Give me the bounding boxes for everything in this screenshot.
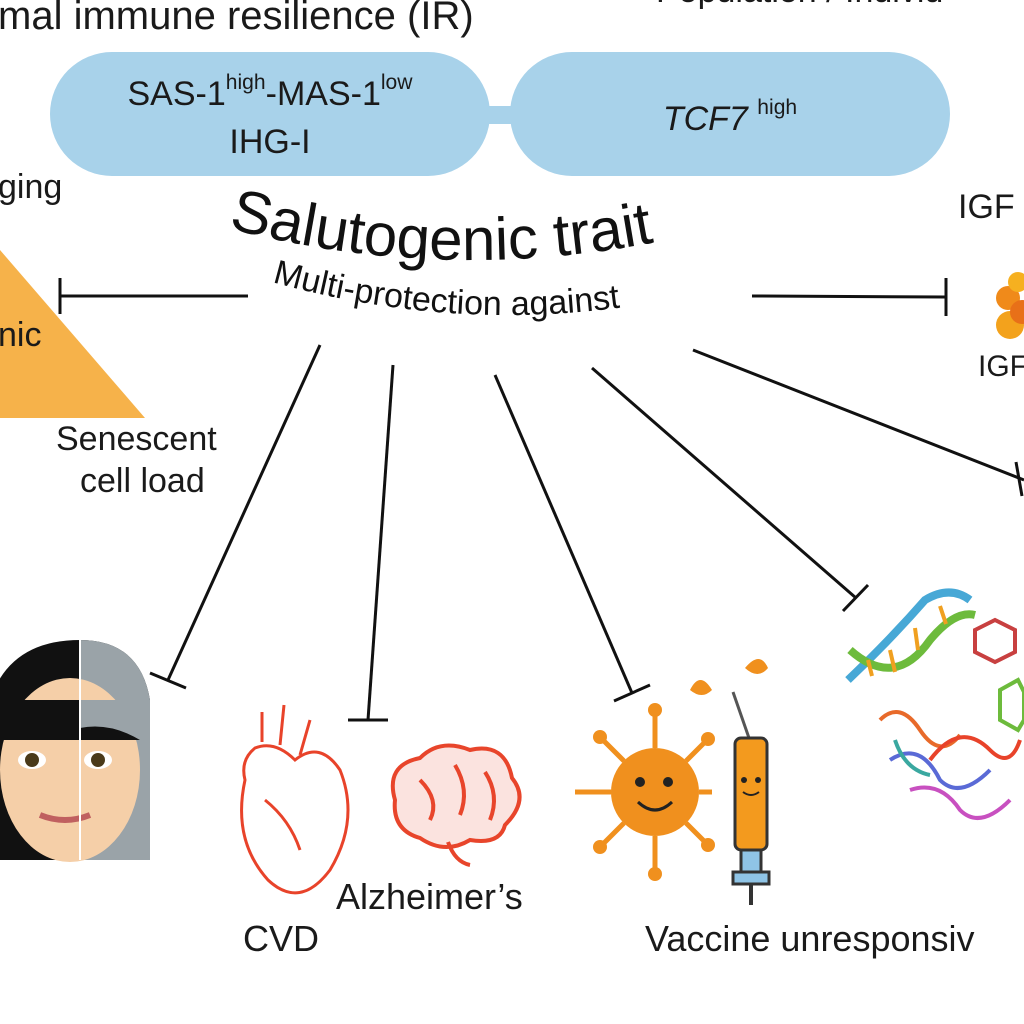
virus-icon — [575, 703, 715, 881]
alzheimers-label: Alzheimer’s — [336, 876, 523, 917]
dna-molecules-icon — [845, 588, 1024, 820]
pill-left-line1: SAS-1high-MAS-1low — [127, 71, 413, 113]
inhibition-arrows — [58, 278, 1024, 722]
brain-icon — [390, 743, 522, 867]
ir-pill-left — [50, 52, 490, 176]
senescence-triangle-icon — [0, 250, 145, 418]
syringe-icon — [690, 659, 771, 905]
senescent-label-line1: Senescent — [56, 420, 217, 458]
pill-right-label: TCF7 high — [662, 96, 798, 138]
aging-face-icon — [0, 640, 150, 862]
senescent-label-line2: cell load — [80, 462, 205, 500]
igf-bottom-label: IGF — [978, 350, 1024, 383]
cvd-label: CVD — [243, 918, 320, 959]
header-right-text: Population / Individ — [656, 0, 943, 11]
pill-left-line2: IHG-I — [229, 123, 311, 161]
diagram-title: mal immune resilience (IR) — [0, 0, 474, 38]
vaccine-label: Vaccine unresponsiv — [645, 918, 975, 959]
ir-pill-right — [510, 52, 950, 176]
triangle-label: nic — [0, 316, 42, 354]
aging-label: ging — [0, 168, 63, 206]
igf-molecule-icon — [996, 272, 1024, 339]
heart-icon — [240, 704, 350, 895]
igf-top-label: IGF s — [958, 188, 1024, 226]
